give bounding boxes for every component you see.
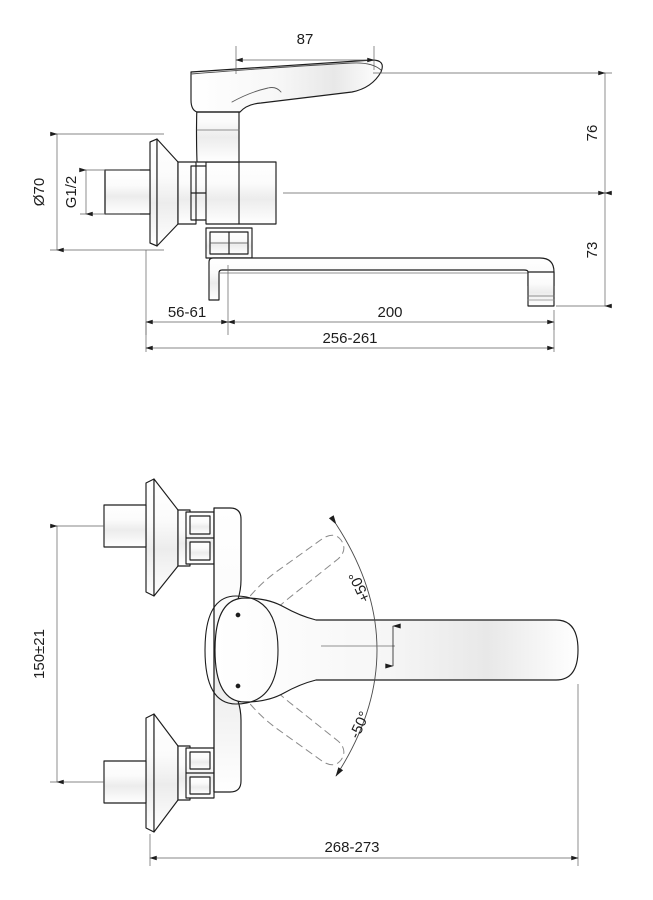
dim-label-inlet-centres: 150±21 (31, 629, 48, 679)
screw-point-lower (235, 683, 241, 689)
inlet-nipple-lower (103, 760, 147, 804)
dim-label-spout-reach: 200 (377, 304, 402, 321)
dim-label-total-projection: 256-261 (322, 330, 377, 347)
escutcheon-lower (145, 713, 179, 833)
plan-view-dimensions (50, 523, 579, 866)
lever-handle (190, 59, 383, 113)
plan-view: 150±21 +50° -50° 268-273 (31, 478, 579, 866)
mixer-body (205, 161, 277, 225)
hex-nut-outlet (205, 227, 253, 259)
dim-label-lever-length: 87 (297, 31, 314, 48)
spout-aerator (527, 271, 555, 307)
screw-point-upper (235, 612, 241, 618)
side-elevation-view: 87 76 73 Ø70 G1/2 56-61 200 256-261 (31, 31, 612, 352)
dim-label-height-lower: 73 (584, 242, 601, 259)
hex-nut-lower (177, 745, 215, 801)
dim-label-total-length: 268-273 (324, 839, 379, 856)
side-view-dimensions (50, 46, 612, 352)
side-view-geometry (104, 59, 555, 307)
inlet-nipple-left (104, 169, 151, 215)
escutcheon-left (149, 138, 179, 247)
dim-label-inlet-thread: G1/2 (63, 176, 80, 209)
dim-label-wall-to-body: 56-61 (168, 304, 206, 321)
cartridge-dome-plan (204, 595, 279, 705)
inlet-nipple-upper (103, 504, 147, 548)
hex-nut-upper (177, 509, 215, 567)
escutcheon-upper (145, 478, 179, 597)
dim-label-escutcheon-diameter: Ø70 (31, 178, 48, 206)
dim-label-height-upper: 76 (584, 125, 601, 142)
swivel-arc (328, 515, 378, 777)
swivel-arc-group (321, 515, 401, 777)
